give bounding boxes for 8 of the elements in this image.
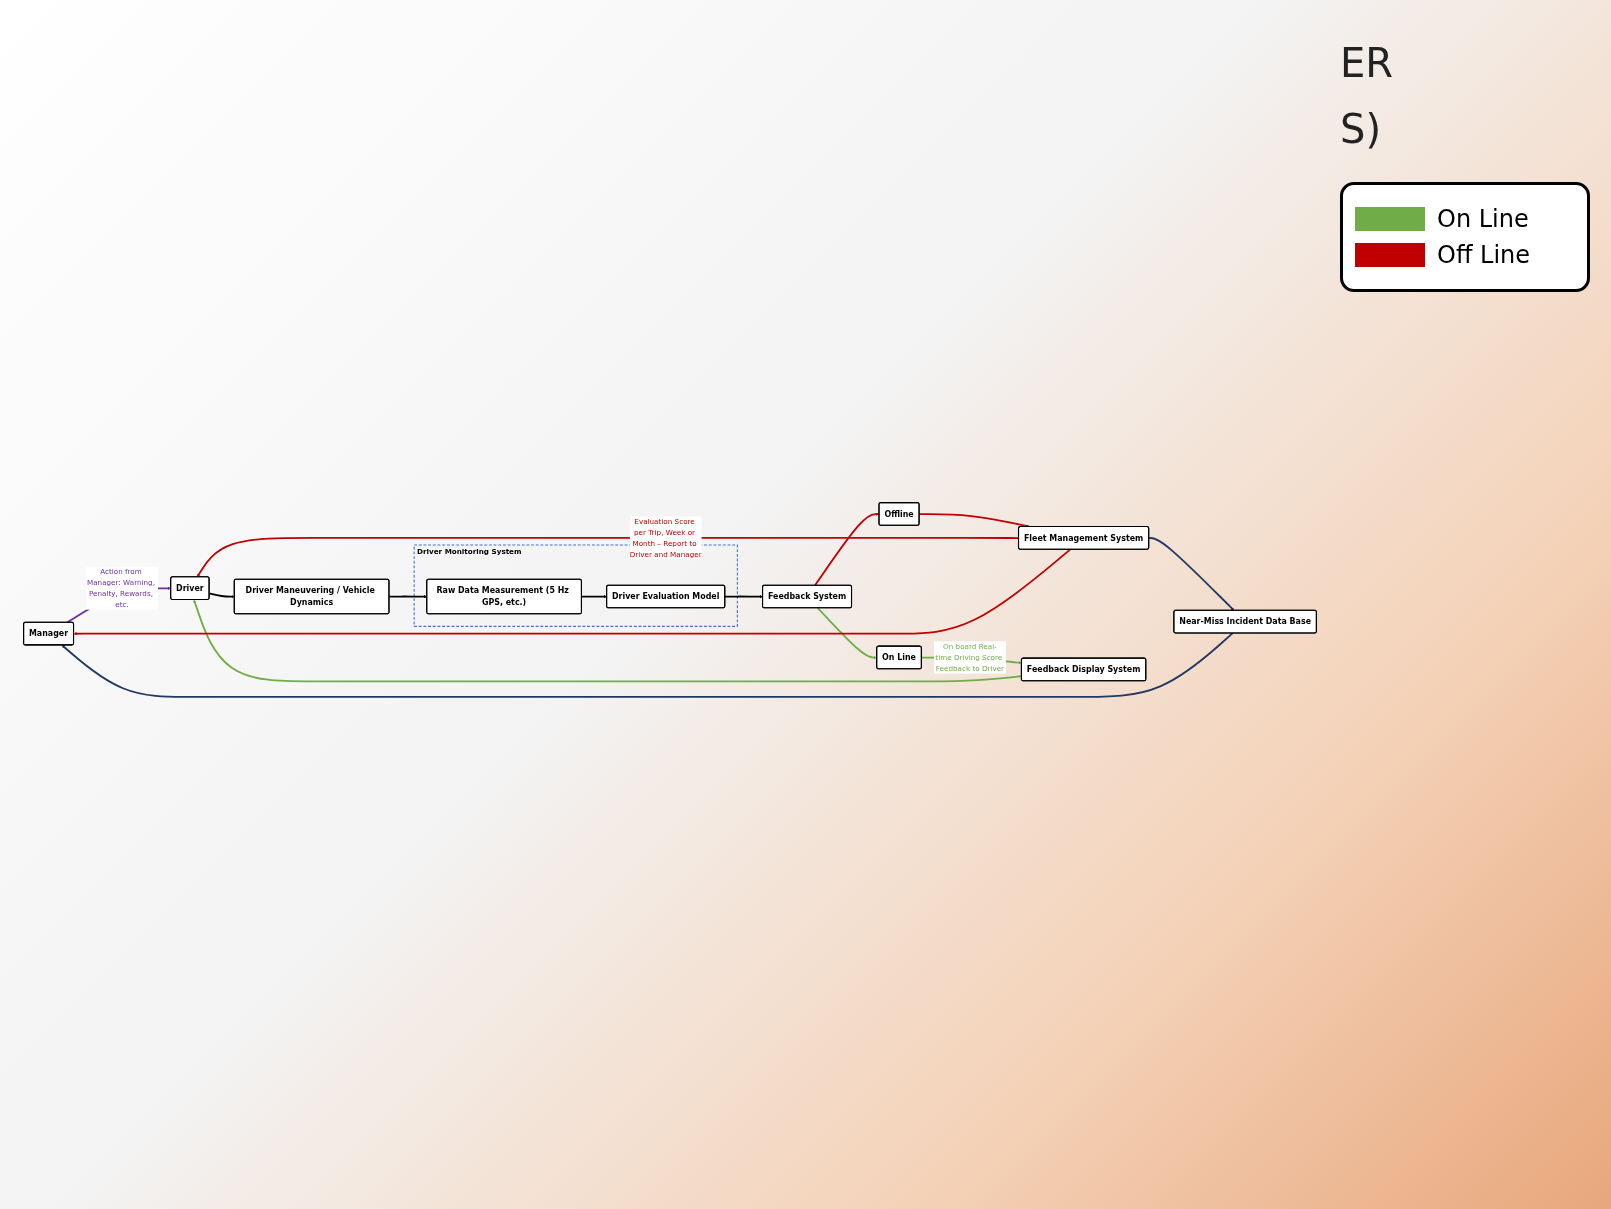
legend-label: On Line [1437, 205, 1529, 233]
arrow [814, 512, 880, 587]
legend-label: Off Line [1437, 241, 1531, 269]
text-fragment: ER [1340, 40, 1395, 86]
arrow [724, 595, 763, 599]
text-fragment: S) [1340, 106, 1382, 152]
arrow [73, 548, 1072, 636]
arrow [61, 632, 1234, 699]
